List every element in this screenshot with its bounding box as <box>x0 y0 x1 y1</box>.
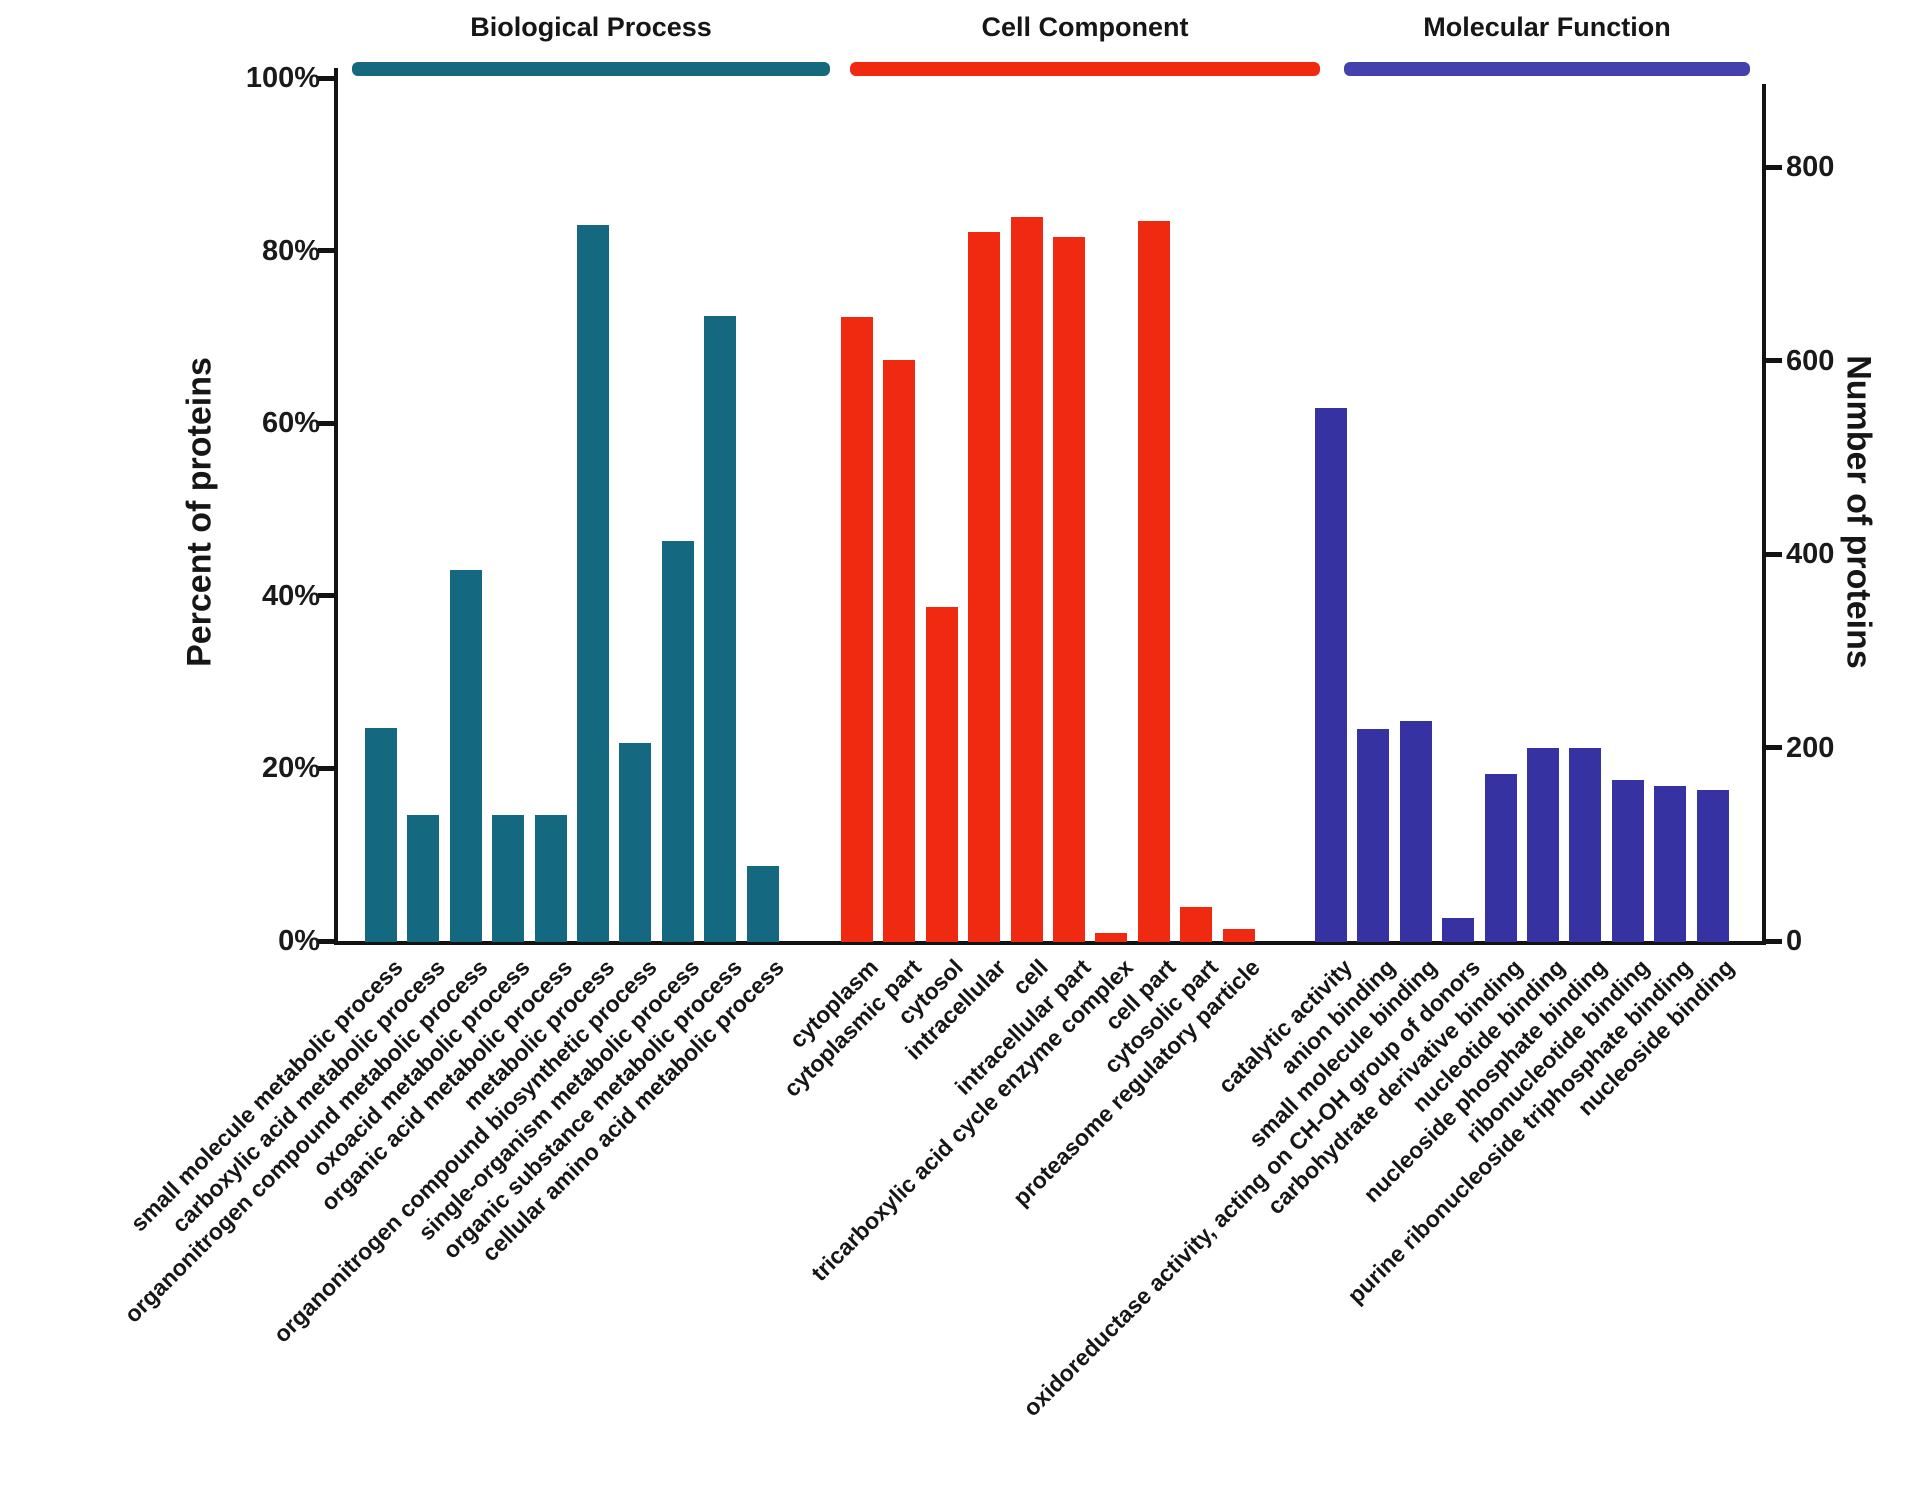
left-axis-tick <box>318 248 334 254</box>
bottom-axis-line <box>334 941 1766 945</box>
bar <box>968 231 1001 942</box>
right-axis-tick-label: 400 <box>1786 538 1835 570</box>
bar <box>746 865 779 942</box>
right-axis-tick-label: 800 <box>1786 151 1835 183</box>
left-axis-tick <box>318 75 334 81</box>
left-axis-tick <box>318 938 334 944</box>
group-title-cell-component: Cell Component <box>981 12 1189 42</box>
bar <box>1611 779 1644 942</box>
right-axis-tick <box>1766 164 1782 170</box>
right-axis-tick <box>1766 551 1782 557</box>
group-underline-cell-component <box>850 62 1320 76</box>
left-axis-tick <box>318 420 334 426</box>
bar <box>1010 216 1043 942</box>
group-title-molecular-function: Molecular Function <box>1423 12 1671 42</box>
bar <box>1696 790 1729 942</box>
left-axis-tick <box>318 765 334 771</box>
right-axis-line <box>1762 84 1766 945</box>
bar <box>925 607 958 942</box>
bar <box>1180 907 1213 942</box>
left-axis-tick-label: 100% <box>245 62 320 94</box>
bar <box>841 317 873 942</box>
bar <box>704 316 737 942</box>
bar <box>1222 928 1255 942</box>
bar <box>619 742 652 942</box>
bar <box>661 541 694 942</box>
bar <box>1053 236 1085 942</box>
left-axis-tick-label: 20% <box>261 752 320 785</box>
right-axis-tick-label: 600 <box>1786 344 1835 377</box>
bar <box>1315 407 1347 942</box>
bar <box>883 360 916 942</box>
bar <box>1654 785 1687 942</box>
left-axis-title: Percent of proteins <box>180 357 219 667</box>
left-axis-tick-label: 40% <box>261 579 320 612</box>
left-axis-line <box>334 68 338 945</box>
bar <box>534 815 567 942</box>
right-axis-title: Number of proteins <box>1839 355 1878 669</box>
right-axis-tick <box>1766 358 1782 363</box>
bar <box>1137 221 1170 942</box>
bar <box>365 727 397 942</box>
group-title-biological-process: Biological Process <box>470 12 712 42</box>
group-underline-biological-process <box>352 62 830 76</box>
bar <box>1484 773 1517 942</box>
x-axis-label: organonitrogen compound metabolic proces… <box>118 954 493 1328</box>
right-axis-tick <box>1766 938 1782 944</box>
bar <box>1357 728 1390 942</box>
right-axis-tick-label: 0 <box>1786 925 1803 957</box>
bar <box>1095 933 1128 942</box>
bar <box>1442 917 1475 942</box>
bar <box>1527 747 1559 942</box>
bar <box>449 569 482 942</box>
left-axis-tick-label: 60% <box>261 407 320 440</box>
bar <box>577 224 609 942</box>
bar <box>1399 720 1432 942</box>
bar <box>1569 747 1602 942</box>
left-axis-tick-label: 80% <box>261 234 320 267</box>
left-axis-tick-label: 0% <box>278 925 320 957</box>
bar <box>407 815 440 942</box>
right-axis-tick-label: 200 <box>1786 731 1835 764</box>
group-underline-molecular-function <box>1344 62 1750 76</box>
right-axis-tick <box>1766 745 1782 750</box>
left-axis-tick <box>318 593 334 599</box>
bar <box>492 815 525 942</box>
